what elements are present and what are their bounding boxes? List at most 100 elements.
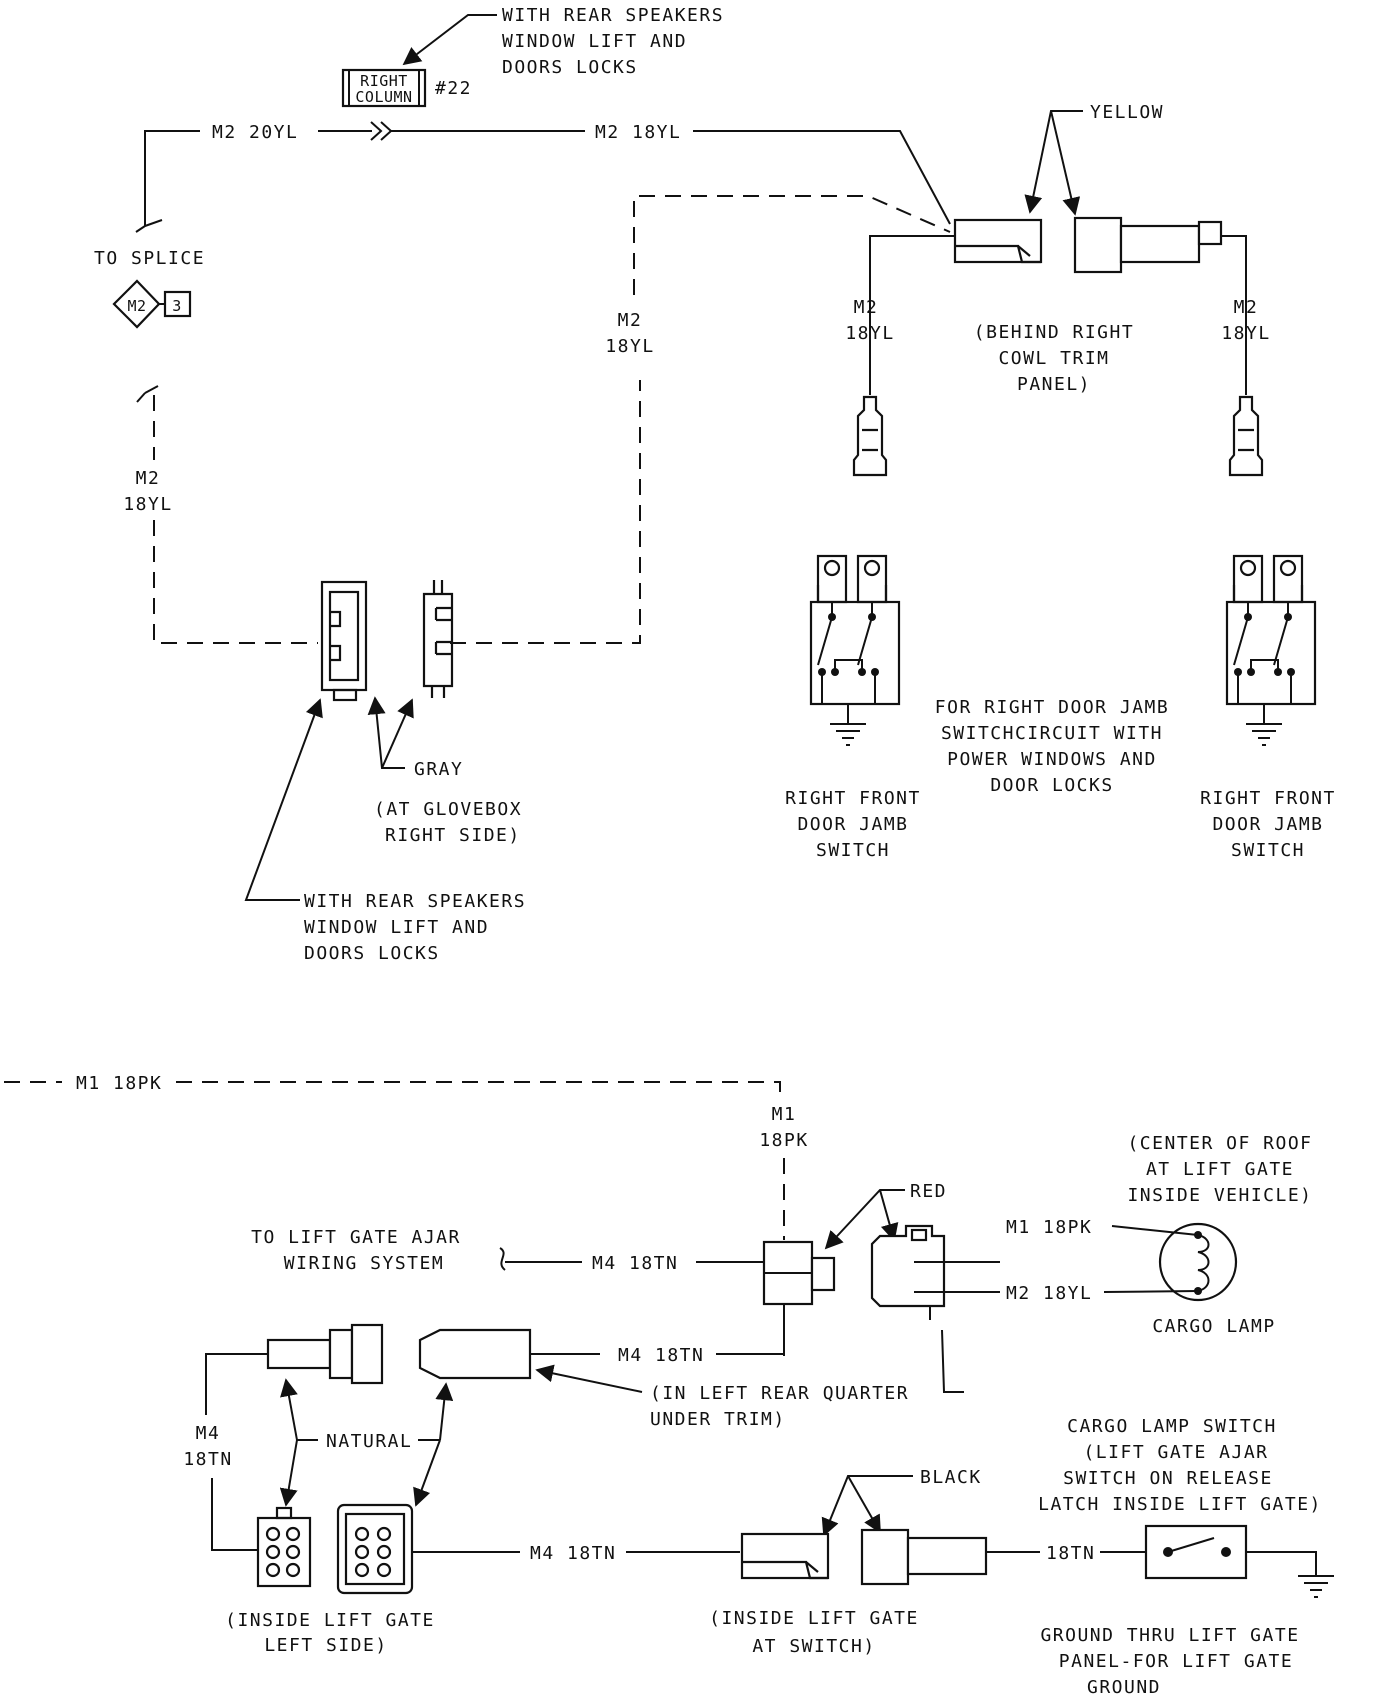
wire-m2-18yl-top-label: M2 18YL: [595, 122, 681, 143]
terminal-right: [1228, 395, 1264, 477]
cargo-lamp: (CENTER OF ROOF AT LIFT GATE INSIDE VEHI…: [944, 1133, 1312, 1337]
splice-number: 3: [172, 297, 182, 315]
callout-top-leader: [402, 14, 497, 66]
m4-left-vertical: M4 18TN: [183, 1423, 258, 1551]
lift-gate-connector-left: [256, 1506, 312, 1588]
door-jamb-note-line-2: SWITCHCIRCUIT WITH: [941, 723, 1163, 744]
lift-gate-left-location-line-1: (INSIDE LIFT GATE: [225, 1610, 435, 1631]
door-jamb-note-line-3: POWER WINDOWS AND: [947, 749, 1157, 770]
callout-top-line-3: DOORS LOCKS: [502, 57, 638, 78]
red-label: RED: [910, 1181, 947, 1202]
glovebox-connector-right: [422, 580, 454, 698]
switch-left-label-line-2: DOOR JAMB: [797, 814, 908, 835]
door-jamb-note: FOR RIGHT DOOR JAMB SWITCHCIRCUIT WITH P…: [935, 697, 1169, 796]
gray-label: GRAY: [414, 759, 463, 780]
yellow-label: YELLOW: [1090, 102, 1164, 123]
quarter-location: (IN LEFT REAR QUARTER UNDER TRIM): [535, 1329, 964, 1430]
cowl-location-line-1: (BEHIND RIGHT: [974, 322, 1134, 343]
dashed-vertical-wire-line-1: M2: [618, 310, 643, 331]
m2-top-wire: M2 20YL M2 18YL: [135, 121, 951, 233]
wire-m1-18pk-lamp: M1 18PK: [1006, 1217, 1092, 1238]
cowl-connector-left: [869, 218, 1043, 395]
wire-m1-18pk-vertical-line-1: M1: [772, 1104, 797, 1125]
callout-bottom-line-1: WITH REAR SPEAKERS: [304, 891, 526, 912]
quarter-location-line-1: (IN LEFT REAR QUARTER: [650, 1383, 909, 1404]
left-dashed-wire: M2 18YL: [123, 385, 318, 644]
quarter-location-line-2: UNDER TRIM): [650, 1409, 786, 1430]
right-column-line-2: COLUMN: [355, 88, 412, 106]
ground-note-line-1: GROUND THRU LIFT GATE: [1040, 1625, 1299, 1646]
cargo-switch-line-1: CARGO LAMP SWITCH: [1067, 1416, 1277, 1437]
wire-m2-18yl-lamp: M2 18YL: [1006, 1283, 1092, 1304]
lift-gate-switch-location-line-1: (INSIDE LIFT GATE: [709, 1608, 919, 1629]
lift-gate-connector-right: M4 18TN: [336, 1503, 740, 1595]
ground-note-line-2: PANEL-FOR LIFT GATE: [1059, 1651, 1293, 1672]
quarter-connector-left: [205, 1323, 384, 1415]
red-callout: RED: [824, 1181, 947, 1250]
callout-top: WITH REAR SPEAKERS WINDOW LIFT AND DOORS…: [402, 5, 724, 78]
m1-18pk-wire: M1 18PK M1 18PK: [4, 1073, 808, 1240]
callout-bottom-line-3: DOORS LOCKS: [304, 943, 440, 964]
cowl-wire-labels: M2 18YL M2 18YL (BEHIND RIGHT COWL TRIM …: [845, 297, 1270, 395]
cargo-location-line-3: INSIDE VEHICLE): [1127, 1185, 1312, 1206]
cargo-switch-line-4: LATCH INSIDE LIFT GATE): [1038, 1494, 1322, 1515]
lift-gate-left-location-line-2: LEFT SIDE): [264, 1635, 387, 1656]
glovebox-connector-left: [320, 580, 368, 702]
cowl-location-line-3: PANEL): [1017, 374, 1091, 395]
glovebox-location-line-2: RIGHT SIDE): [385, 825, 521, 846]
black-label: BLACK: [920, 1467, 982, 1488]
callout-bottom: WITH REAR SPEAKERS WINDOW LIFT AND DOORS…: [244, 698, 526, 964]
wire-m1-18pk-vertical-line-2: 18PK: [759, 1130, 808, 1151]
natural-label: NATURAL: [326, 1431, 412, 1452]
ground-note: GROUND THRU LIFT GATE PANEL-FOR LIFT GAT…: [1040, 1625, 1299, 1698]
terminal-left: [852, 395, 888, 477]
lift-gate-switch-location-line-2: AT SWITCH): [752, 1636, 875, 1657]
cargo-location-line-1: (CENTER OF ROOF: [1127, 1133, 1312, 1154]
callout-bottom-line-2: WINDOW LIFT AND: [304, 917, 489, 938]
dashed-vertical-wire-line-2: 18YL: [605, 336, 654, 357]
cowl-right-wire-line-2: 18YL: [1221, 323, 1270, 344]
wire-m2-20yl-label: M2 20YL: [212, 122, 298, 143]
switch-left-label-line-3: SWITCH: [816, 840, 890, 861]
right-column-line-1: RIGHT: [360, 72, 408, 90]
left-vertical-wire-line-2: 18TN: [183, 1449, 232, 1470]
gray-callout: GRAY (AT GLOVEBOX RIGHT SIDE): [367, 696, 522, 846]
splice-label: TO SPLICE: [94, 248, 205, 269]
left-vertical-wire-line-2: 18YL: [123, 494, 172, 515]
switch-right-label-line-1: RIGHT FRONT: [1200, 788, 1336, 809]
right-column-ref: #22: [435, 78, 472, 99]
wire-m1-18pk-horizontal: M1 18PK: [76, 1073, 162, 1094]
wire-m4-18tn-c: M4 18TN: [530, 1543, 616, 1564]
door-jamb-note-line-1: FOR RIGHT DOOR JAMB: [935, 697, 1169, 718]
natural-callout: NATURAL: [279, 1378, 454, 1507]
switch-right-label-line-3: SWITCH: [1231, 840, 1305, 861]
door-jamb-switch-right: RIGHT FRONT DOOR JAMB SWITCH: [1200, 554, 1336, 861]
middle-dashed-wire: M2 18YL: [450, 195, 951, 644]
ground-note-line-3: GROUND: [1087, 1677, 1161, 1698]
cowl-location-line-2: COWL TRIM: [998, 348, 1109, 369]
cargo-location-line-2: AT LIFT GATE: [1146, 1159, 1294, 1180]
black-connector-left: [740, 1532, 830, 1580]
cargo-switch-line-3: SWITCH ON RELEASE: [1063, 1468, 1273, 1489]
splice-tag: M2: [127, 297, 146, 315]
callout-top-line-2: WINDOW LIFT AND: [502, 31, 687, 52]
cargo-lamp-label: CARGO LAMP: [1152, 1316, 1275, 1337]
lift-gate-ajar-callout: TO LIFT GATE AJAR WIRING SYSTEM M4 18TN: [251, 1227, 764, 1274]
callout-top-line-1: WITH REAR SPEAKERS: [502, 5, 724, 26]
glovebox-location-line-1: (AT GLOVEBOX: [374, 799, 522, 820]
splice-symbol: TO SPLICE M2 3: [94, 248, 205, 329]
cowl-left-wire-line-2: 18YL: [845, 323, 894, 344]
quarter-connector-right: M4 18TN: [418, 1328, 784, 1380]
left-vertical-wire-line-1: M4: [196, 1423, 221, 1444]
yellow-callout: YELLOW: [1024, 102, 1164, 216]
red-connector-right: [870, 1224, 946, 1320]
cowl-right-wire-line-1: M2: [1234, 297, 1259, 318]
wire-18tn: 18TN: [1046, 1543, 1095, 1564]
door-jamb-switch-left: RIGHT FRONT DOOR JAMB SWITCH: [785, 554, 919, 861]
lift-gate-left-location: (INSIDE LIFT GATE LEFT SIDE): [225, 1610, 435, 1656]
door-jamb-note-line-4: DOOR LOCKS: [990, 775, 1113, 796]
lift-gate-switch-location: (INSIDE LIFT GATE AT SWITCH): [709, 1608, 919, 1657]
wire-m4-18tn-a: M4 18TN: [592, 1253, 678, 1274]
red-connector-left: [762, 1240, 836, 1356]
